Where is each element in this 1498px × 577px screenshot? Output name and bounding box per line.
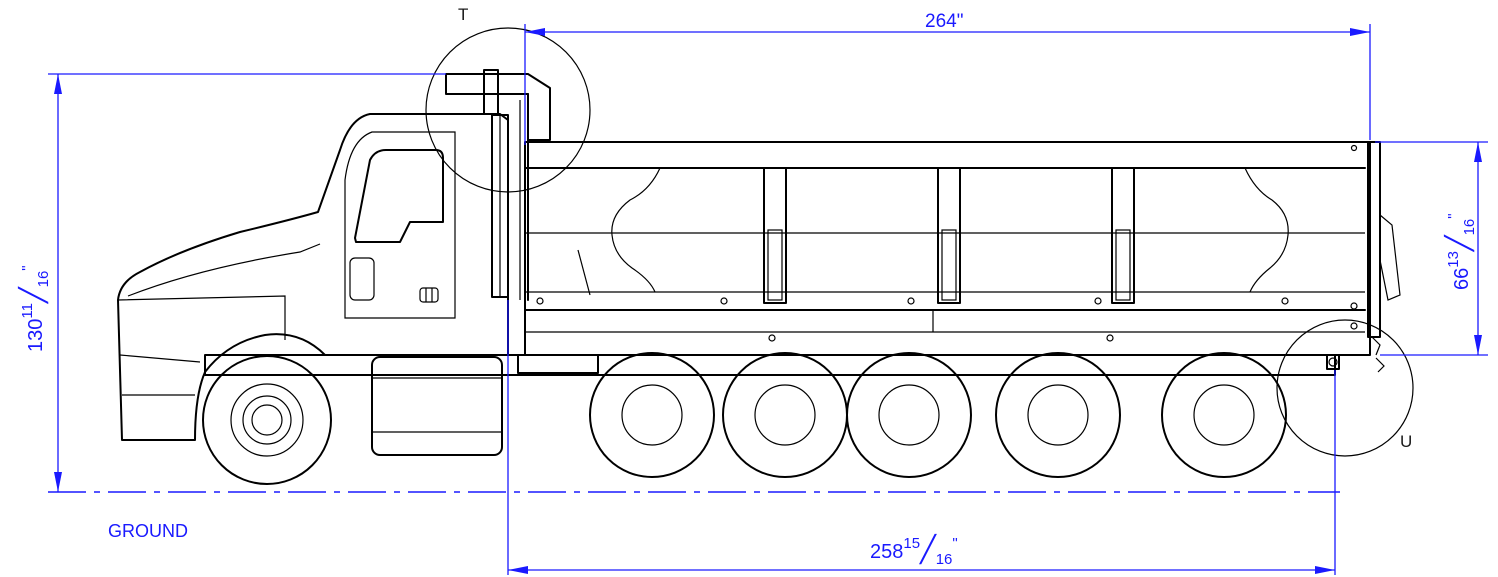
dimension-body-height: 6613╱16" — [1375, 141, 1488, 356]
svg-text:6613╱16": 6613╱16" — [1443, 213, 1478, 290]
dimension-overall-height: 13011╱16" — [17, 73, 446, 492]
height-numerator: 11 — [19, 303, 36, 319]
body-length-unit: " — [952, 535, 957, 552]
body-length-denominator: 16 — [936, 551, 953, 568]
dump-body — [524, 141, 1401, 373]
detail-circle-t — [425, 27, 591, 193]
svg-text:25815╱16": 25815╱16" — [870, 533, 958, 568]
rear-wheels — [589, 352, 1287, 478]
front-wheel — [202, 355, 332, 485]
body-height-denominator: 16 — [1461, 219, 1478, 236]
dimension-overall-length: 264" — [524, 11, 1371, 145]
detail-circle-u — [1276, 319, 1414, 457]
ground-label: GROUND — [108, 521, 188, 541]
svg-text:13011╱16": 13011╱16" — [17, 265, 52, 352]
dimension-overall-length-value: 264" — [925, 11, 963, 32]
detail-label-u: U — [1400, 432, 1412, 451]
body-height-whole: 66 — [1451, 268, 1473, 290]
height-unit: " — [19, 265, 36, 270]
detail-label-t: T — [458, 5, 468, 24]
body-height-unit: " — [1445, 213, 1462, 218]
height-denominator: 16 — [35, 271, 52, 288]
height-whole: 130 — [25, 319, 47, 352]
body-height-numerator: 13 — [1445, 251, 1462, 268]
truck-cab — [117, 69, 1336, 456]
body-length-numerator: 15 — [903, 535, 920, 552]
body-length-whole: 258 — [870, 541, 903, 563]
dimension-body-length: 25815╱16" — [507, 300, 1336, 575]
